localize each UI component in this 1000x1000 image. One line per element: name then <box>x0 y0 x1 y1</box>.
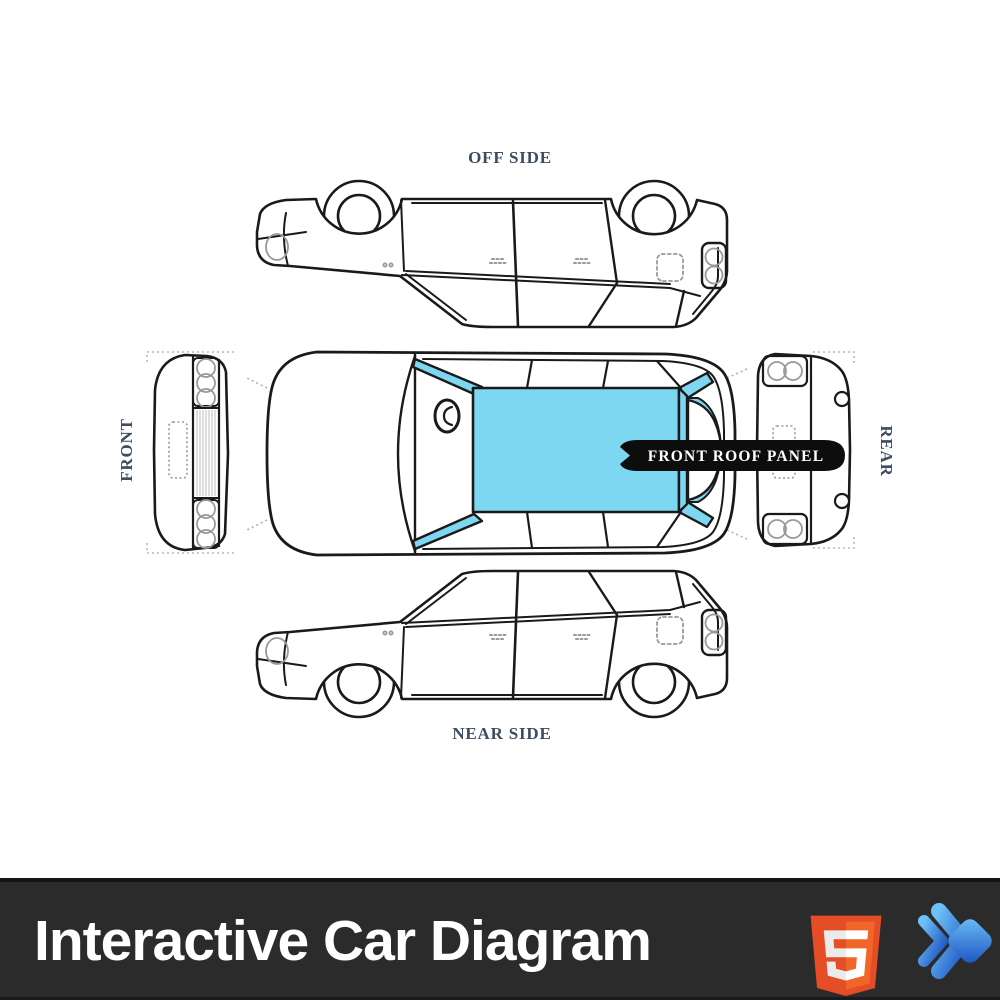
headlight-bottom <box>192 499 220 549</box>
taillight-top <box>761 354 809 388</box>
callout-shape <box>620 440 845 471</box>
taillight-bottom <box>761 512 809 546</box>
grille <box>192 407 220 499</box>
front-body[interactable] <box>152 353 230 552</box>
front-plate <box>168 421 188 479</box>
panel-callout: FRONT ROOF PANEL <box>620 440 845 471</box>
steering-wheel <box>433 398 461 434</box>
near-side-label: NEAR SIDE <box>452 724 552 743</box>
rear-label: REAR <box>877 425 896 477</box>
off-side-view[interactable] <box>250 168 742 338</box>
callout-text: FRONT ROOF PANEL <box>648 448 825 465</box>
near-side-view[interactable] <box>250 560 742 730</box>
html5-logo-icon <box>810 915 882 996</box>
off-side-label: OFF SIDE <box>468 148 552 167</box>
window-dividers <box>525 358 683 550</box>
projection-guides <box>813 351 855 549</box>
front-view[interactable] <box>143 350 240 555</box>
page-title: Interactive Car Diagram <box>34 909 652 973</box>
projection-guides <box>146 351 235 554</box>
arrows-logo-icon <box>918 903 992 979</box>
exhaust-top <box>833 390 851 408</box>
exhaust-bottom <box>833 492 851 510</box>
title-banner: Interactive Car Diagram <box>0 878 1000 1000</box>
headlight-top <box>192 357 220 408</box>
projection-guides <box>246 367 750 541</box>
front-label: FRONT <box>117 418 136 482</box>
